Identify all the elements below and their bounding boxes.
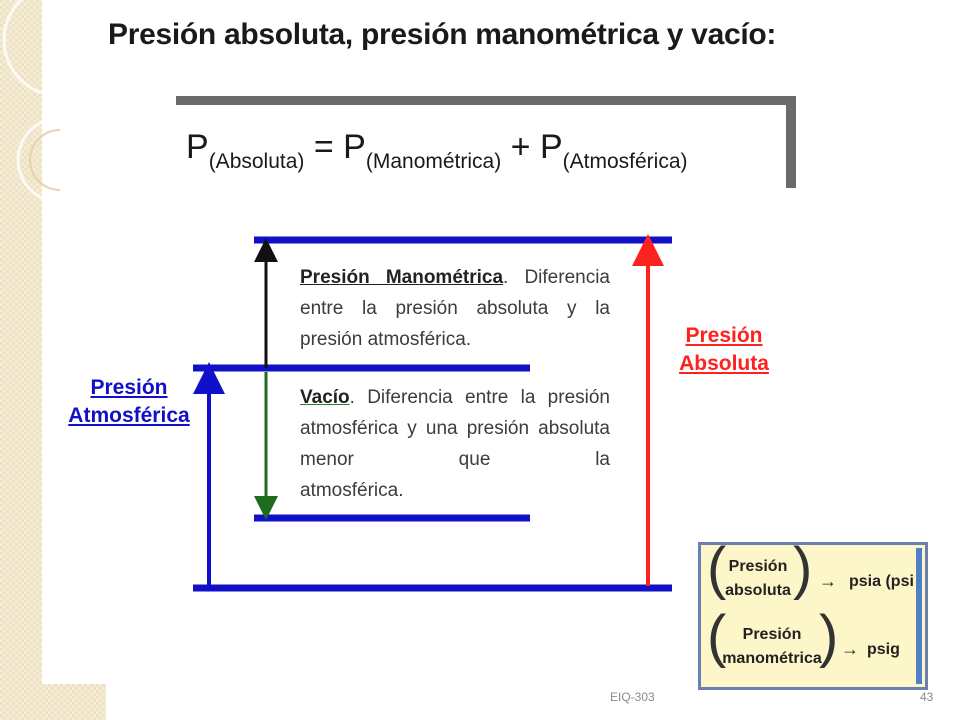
slide-title: Presión absoluta, presión manométrica y …	[108, 18, 777, 51]
formula-equals: =	[304, 128, 344, 166]
units-gauge-label: Presión manométrica	[721, 623, 823, 671]
gauge-pressure-text-end: presión atmosférica.	[300, 329, 472, 350]
units-gauge-label-line1: Presión	[742, 626, 802, 643]
atmospheric-label-line2: Atmosférica	[68, 404, 190, 427]
gauge-pressure-term: Presión Manométrica	[300, 267, 504, 288]
formula-box-top-border	[176, 96, 796, 105]
formula-sub-gauge: (Manométrica)	[365, 150, 502, 173]
footer-page-number: 43	[920, 690, 934, 704]
gauge-pressure-description: Presión Manométrica. Diferencia entre la…	[300, 262, 610, 355]
formula-p1: P	[186, 128, 209, 166]
decorative-left-strip	[0, 0, 42, 720]
absolute-pressure-label: Presión Absoluta	[672, 322, 776, 378]
units-gauge-label-line2: manométrica	[722, 650, 822, 667]
atmospheric-label-line1: Presión	[90, 376, 168, 399]
formula-sub-absolute: (Absoluta)	[208, 150, 305, 173]
vacuum-text-end: atmosférica.	[300, 480, 404, 501]
units-box: ( Presión absoluta ) → psia (psi ( Presi…	[698, 536, 928, 690]
vacuum-description: Vacío. Diferencia entre la presión atmos…	[300, 382, 610, 506]
formula-box-right-border	[786, 96, 796, 188]
decorative-bottom-strip	[0, 684, 106, 720]
units-box-accent	[916, 548, 922, 684]
formula-p3: P	[539, 128, 563, 166]
formula-plus: +	[501, 128, 540, 166]
formula-p2: P	[343, 128, 366, 166]
units-psia: psia (psi	[849, 573, 914, 590]
left-paren-icon: (	[707, 536, 727, 601]
formula-sub-atmospheric: (Atmosférica)	[562, 150, 688, 173]
left-paren-icon: (	[707, 604, 727, 669]
atmospheric-pressure-label: Presión Atmosférica	[62, 374, 196, 430]
vacuum-term: Vacío	[300, 387, 350, 408]
vacuum-text: . Diferencia entre la presión atmosféric…	[300, 387, 610, 470]
units-absolute-label-line2: absoluta	[725, 582, 791, 599]
pressure-formula: P(Absoluta) = P(Manométrica) + P(Atmosfé…	[186, 128, 688, 173]
units-absolute-label: Presión absoluta	[721, 555, 795, 603]
units-absolute-label-line1: Presión	[728, 558, 788, 575]
absolute-label-line1: Presión	[685, 324, 763, 347]
gauge-pressure-text: . Diferencia entre la presión absoluta y…	[300, 267, 610, 319]
right-paren-icon: )	[819, 604, 839, 669]
absolute-label-line2: Absoluta	[679, 352, 769, 375]
units-psig: psig	[867, 641, 900, 658]
arrow-right-icon: →	[841, 639, 859, 659]
footer-course: EIQ-303	[610, 690, 655, 704]
right-paren-icon: )	[793, 536, 813, 601]
arrow-right-icon: →	[819, 571, 837, 591]
decorative-circles-icon	[2, 0, 60, 204]
